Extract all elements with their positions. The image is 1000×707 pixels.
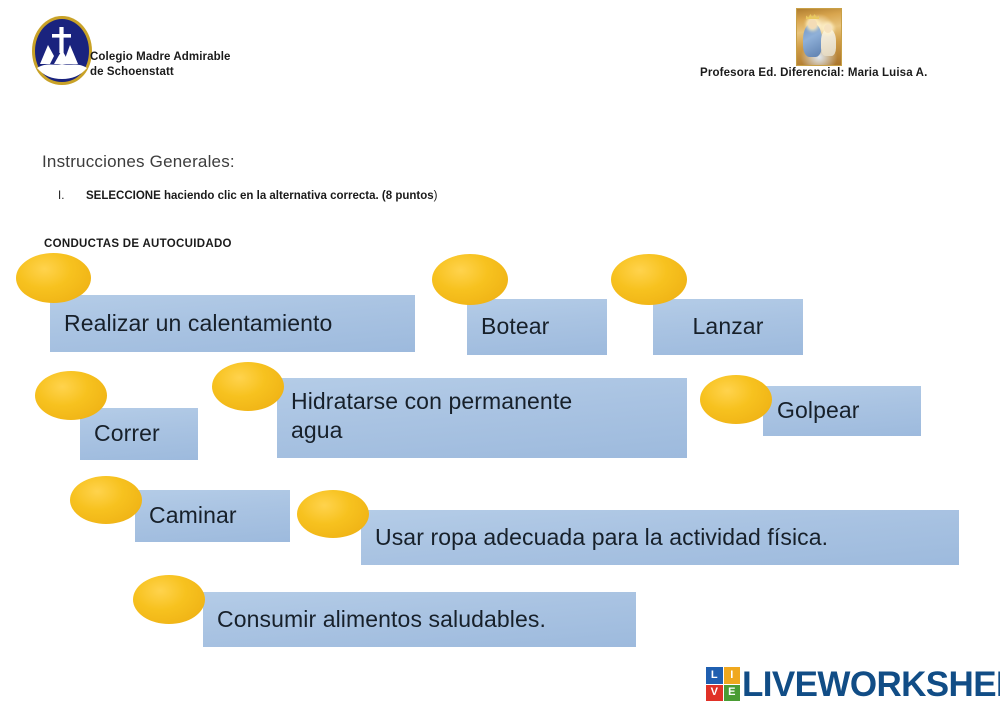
school-name: Colegio Madre Admirable de Schoenstatt	[90, 50, 280, 80]
instruction-item-number: I.	[58, 190, 65, 202]
answer-option-label: Golpear	[777, 397, 860, 424]
logo-cell-v: V	[706, 684, 723, 701]
answer-selector-ellipse[interactable]	[133, 575, 205, 624]
answer-selector-ellipse[interactable]	[432, 254, 508, 305]
liveworksheets-logo-grid: L I V E	[706, 667, 740, 701]
teacher-name-line: Profesora Ed. Diferencial: Maria Luisa A…	[700, 67, 928, 79]
answer-selector-ellipse[interactable]	[35, 371, 107, 420]
instruction-item-text: SELECCIONE haciendo clic en la alternati…	[86, 190, 434, 202]
answer-option-box[interactable]: Lanzar	[653, 299, 803, 355]
answer-selector-ellipse[interactable]	[297, 490, 369, 538]
answer-option-label: Hidratarse con permanente agua	[291, 388, 573, 444]
madonna-figure	[803, 23, 822, 57]
instructions-title: Instrucciones Generales:	[42, 152, 235, 171]
answer-option-label: Realizar un calentamiento	[64, 309, 333, 336]
answer-option-box[interactable]: Golpear	[763, 386, 921, 436]
answer-selector-ellipse[interactable]	[70, 476, 142, 524]
answer-option-box[interactable]: Correr	[80, 408, 198, 460]
answer-option-label: Botear	[481, 313, 550, 340]
answer-option-box[interactable]: Realizar un calentamiento	[50, 295, 415, 352]
logo-cell-e: E	[723, 684, 740, 701]
answer-option-box[interactable]: Botear	[467, 299, 607, 355]
answer-selector-ellipse[interactable]	[700, 375, 772, 424]
madonna-head	[808, 19, 817, 29]
logo-cell-i: I	[723, 667, 740, 684]
section-title: CONDUCTAS DE AUTOCUIDADO	[44, 238, 232, 250]
school-name-line2: de Schoenstatt	[90, 66, 174, 79]
logo-cell-l: L	[706, 667, 723, 684]
child-figure	[821, 29, 836, 56]
answer-option-label: Consumir alimentos saludables.	[217, 605, 546, 632]
school-shield-mta-cross-icon	[28, 14, 96, 88]
madonna-and-child-picture	[796, 8, 842, 66]
answer-option-label: Usar ropa adecuada para la actividad fís…	[375, 523, 829, 550]
answer-option-label: Lanzar	[692, 313, 764, 340]
answer-selector-ellipse[interactable]	[611, 254, 687, 305]
child-head	[824, 24, 832, 33]
answer-selector-ellipse[interactable]	[16, 253, 91, 303]
instruction-item-1: I. SELECCIONE haciendo clic en la alterna…	[58, 190, 678, 202]
answer-option-box[interactable]: Consumir alimentos saludables.	[203, 592, 636, 647]
answer-option-label: Correr	[94, 420, 160, 447]
answer-option-box[interactable]: Caminar	[135, 490, 290, 542]
liveworksheets-logo: L I V E LIVEWORKSHEETS	[706, 664, 1000, 704]
answer-option-box[interactable]: Hidratarse con permanente agua	[277, 378, 687, 458]
instruction-item-text-close: )	[433, 190, 438, 202]
answer-option-box[interactable]: Usar ropa adecuada para la actividad fís…	[361, 510, 959, 565]
school-name-line1: Colegio Madre Admirable	[90, 51, 231, 63]
answer-option-label: Caminar	[149, 502, 237, 529]
liveworksheets-wordmark: LIVEWORKSHEETS	[742, 664, 1000, 704]
answer-selector-ellipse[interactable]	[212, 362, 284, 411]
